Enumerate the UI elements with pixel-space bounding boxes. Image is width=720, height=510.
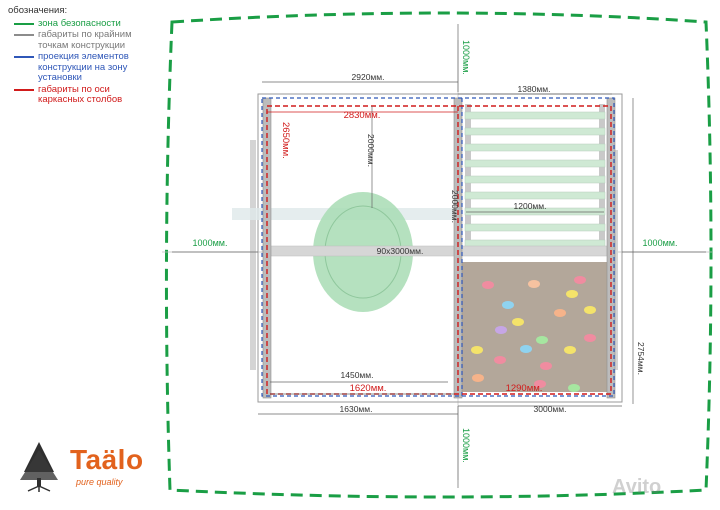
climbing-hold <box>584 306 596 314</box>
climbing-hold <box>512 318 524 326</box>
climbing-hold <box>574 276 586 284</box>
left-side-rail <box>250 140 256 370</box>
dim-safety-left: 1000мм. <box>193 238 228 248</box>
legend-label: габариты по оси каркасных столбов <box>38 83 123 105</box>
dim-post-height: 2000мм. <box>450 190 460 223</box>
dim-safety-bottom: 1000мм. <box>461 428 471 463</box>
dim-inner-span: 1450мм. <box>341 370 374 380</box>
brand-name: Taälo <box>70 444 144 475</box>
tree-icon <box>20 442 58 492</box>
climbing-hold <box>494 356 506 364</box>
legend-swatch <box>14 56 34 58</box>
legend-label: габариты по крайним точкам конструкции <box>38 29 132 51</box>
climbing-hold <box>568 384 580 392</box>
climbing-hold <box>520 345 532 353</box>
dim-safety-right: 1000мм. <box>643 238 678 248</box>
climbing-hold <box>564 346 576 354</box>
legend-title: обозначения: <box>8 5 68 16</box>
climbing-hold <box>584 334 596 342</box>
legend-item-projection: проекция элементов конструкции на зону у… <box>8 51 158 84</box>
dim-safety-top: 1000мм. <box>461 40 471 75</box>
legend-label: проекция элементов конструкции на зону у… <box>38 51 129 83</box>
dim-axis-bottom-left: 1620мм. <box>350 383 387 394</box>
legend-item-axis: габариты по оси каркасных столбов <box>8 83 158 106</box>
dim-axis-bottom-right: 1290мм. <box>506 383 543 394</box>
climbing-hold <box>566 290 578 298</box>
dim-beam: 90х3000мм. <box>377 246 424 256</box>
dim-monkey-bars-width: 1380мм. <box>518 84 551 94</box>
overall-outline <box>257 93 623 403</box>
climbing-hold <box>534 380 546 388</box>
monkey-bars-rungs <box>464 111 606 248</box>
legend-label: зона безопасности <box>38 17 121 29</box>
brand-logo: Taälo pure quality <box>14 440 174 492</box>
legend-swatch <box>14 88 34 91</box>
dim-base-right: 3000мм. <box>534 404 567 414</box>
legend-item-overall: габариты по крайним точкам конструкции <box>8 29 158 51</box>
dim-right-depth: 2754мм. <box>636 342 646 375</box>
climbing-hold <box>502 301 514 309</box>
dim-base-left: 1630мм. <box>340 404 373 414</box>
dim-axis-width: 2830мм. <box>344 110 381 121</box>
legend-swatch <box>14 22 34 25</box>
avito-watermark: Avito <box>612 476 662 498</box>
main-beam <box>261 245 613 257</box>
dimension-lines <box>172 24 706 488</box>
dim-swing-height: 2000мм. <box>366 134 376 167</box>
legend: обозначения: зона безопасности габариты … <box>8 5 158 107</box>
climbing-hold <box>540 362 552 370</box>
legend-item-safety: зона безопасности <box>8 17 158 30</box>
climbing-hold <box>528 280 540 288</box>
dim-overall-width: 2920мм. <box>352 72 385 82</box>
climbing-holds <box>471 276 596 392</box>
dim-axis-height: 2650мм. <box>280 122 291 159</box>
legend-swatch <box>14 34 34 36</box>
climbing-hold <box>536 336 548 344</box>
climbing-hold <box>472 374 484 382</box>
safety-zone <box>164 11 713 499</box>
climbing-hold <box>554 309 566 317</box>
climbing-hold <box>495 326 507 334</box>
climbing-hold <box>482 281 494 289</box>
projection-outline <box>261 97 615 397</box>
climbing-hold <box>471 346 483 354</box>
brand-tagline: pure quality <box>76 477 123 487</box>
dim-rung-width: 1200мм. <box>514 201 547 211</box>
